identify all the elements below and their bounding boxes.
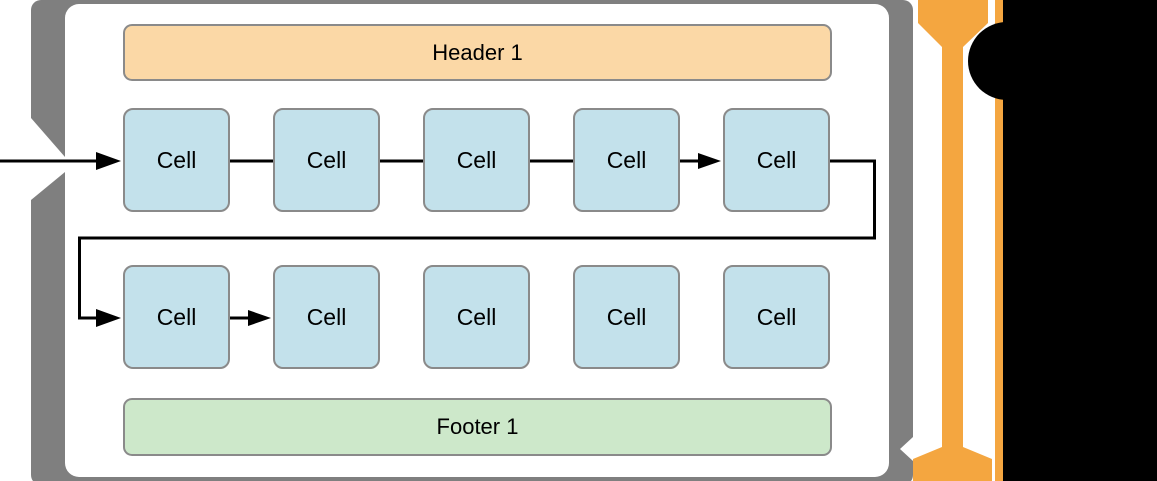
cell: Cell [423,108,530,212]
row1-arrowhead-icon [698,153,721,169]
row2-arrowhead-icon [248,310,271,326]
cell: Cell [423,265,530,369]
right-band-notch [900,437,913,461]
left-band-chevron-gap [31,118,65,200]
flow-arrowheads [96,152,721,327]
cell: Cell [573,265,680,369]
collection-view-container [65,4,889,477]
cell: Cell [123,265,230,369]
scroll-arrow-stem [942,0,963,481]
cell: Cell [723,265,830,369]
cell: Cell [723,108,830,212]
entry-arrowhead-icon [96,152,121,170]
cell: Cell [273,265,380,369]
cell: Cell [273,108,380,212]
black-dot [968,22,1046,100]
section-footer: Footer 1 [123,398,832,456]
flow-path [0,159,876,320]
cell: Cell [573,108,680,212]
wrap-arrowhead-icon [96,309,121,327]
wrap-line [78,159,876,320]
section-header: Header 1 [123,24,832,81]
scroll-arrow-up-head-icon [918,0,988,47]
scroll-arrow-down-head-icon [913,447,992,481]
cell: Cell [123,108,230,212]
